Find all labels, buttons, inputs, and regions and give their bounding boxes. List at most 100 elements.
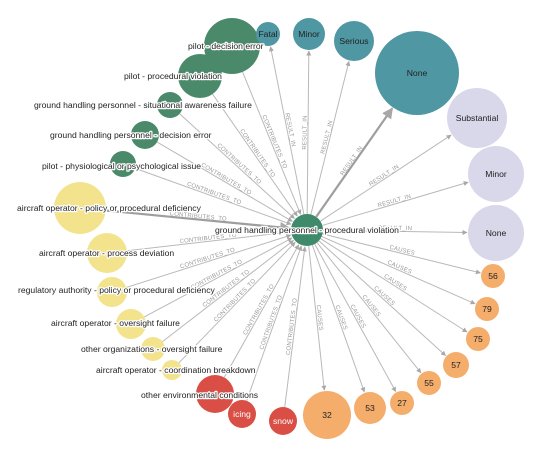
node-snow[interactable] [269,407,297,435]
node-n57[interactable] [443,352,469,378]
node-label-n32: 32 [322,410,332,420]
node-label-ao-policy: aircraft operator - policy or procedural… [17,203,202,213]
node-label-n79: 79 [482,304,492,314]
edge-icing [246,245,303,401]
edge-label-n55: CAUSES [360,294,381,318]
edge-n32 [308,245,327,391]
node-label-substantial: Substantial [456,113,499,123]
node-minor-damage[interactable] [468,146,524,202]
edge-n56 [322,233,481,275]
edge-label-n79: CAUSES [386,260,412,276]
edge-label-minor-injury: RESULT_IN [302,115,308,149]
node-label-n75: 75 [473,334,483,344]
node-n75[interactable] [466,327,490,351]
node-label-ra-policy: regulatory authority - policy or procedu… [18,285,215,295]
edge-pilot-procedural-violation [212,93,298,217]
node-n79[interactable] [475,297,499,321]
edge-label-ao-policy: CONTRIBUTES_TO [169,211,227,222]
edge-serious [310,60,351,215]
node-center[interactable] [291,214,323,246]
node-label-gh-situational-awareness: ground handling personnel - situational … [34,100,252,110]
node-label-pilot-physiological: pilot - physiological or psychological i… [42,161,201,171]
node-label-n53: 53 [365,403,375,413]
edge-n57 [318,240,446,356]
node-label-n55: 55 [424,378,434,388]
node-none-damage[interactable] [468,205,524,261]
edge-label-n57: CAUSES [372,285,395,307]
edge-label-snow: CONTRIBUTES_TO [286,298,299,356]
edge-n53 [311,244,366,393]
node-label-center: ground handling personnel - procedural v… [215,225,399,235]
node-ao-process[interactable] [87,233,127,273]
node-substantial[interactable] [447,88,507,148]
edge-label-none-damage: RESULT_IN [378,226,412,233]
node-label-n57: 57 [451,360,461,370]
edge-pilot-physiological [135,167,292,226]
edge-ra-policy [126,234,292,288]
node-other-env[interactable] [196,375,234,413]
edge-gh-situational-awareness [179,113,295,219]
edge-label-serious: RESULT_IN [320,120,334,155]
edge-ao-process [126,229,291,252]
edge-oo-oversight [162,239,294,343]
node-ra-policy[interactable] [97,277,127,307]
node-label-other-env: other environmental conditions [141,390,258,400]
edge-substantial [320,134,452,222]
node-label-minor-damage: Minor [485,169,507,179]
node-n27[interactable] [390,391,414,415]
node-pilot-decision-error[interactable] [204,18,260,74]
node-label-n27: 27 [397,398,407,408]
edge-ao-coordination [178,241,296,364]
edge-pilot-decision-error [242,71,302,215]
node-ao-coordination[interactable] [162,360,182,380]
node-pilot-physiological[interactable] [110,151,136,177]
node-icing[interactable] [228,400,256,428]
node-ao-policy[interactable] [54,182,106,234]
node-oo-oversight[interactable] [141,337,165,361]
edge-none-damage [322,229,468,235]
node-ao-oversight[interactable] [116,309,146,339]
node-label-ao-coordination: aircraft operator - coordination breakdo… [96,365,256,375]
node-pilot-procedural-violation[interactable] [178,54,222,98]
node-label-serious: Serious [339,36,368,46]
edge-n27 [314,243,397,393]
node-fatal[interactable] [256,22,280,46]
node-label-none-damage: None [486,228,507,238]
edge-label-n27: CAUSES [349,304,367,330]
edge-label-n32: CAUSES [315,305,324,331]
edge-label-substantial: RESULT_IN [368,164,400,188]
node-label-gh-decision-error: ground handling personnel - decision err… [50,130,212,140]
node-none-injury[interactable] [375,31,459,115]
node-label-none-injury: None [407,68,428,78]
edge-gh-decision-error [156,141,293,222]
edge-n75 [320,238,468,333]
node-gh-situational-awareness[interactable] [157,92,183,118]
nodes-layer [54,18,524,439]
edge-label-n56: CAUSES [389,245,416,257]
edge-n55 [316,242,422,374]
node-label-icing: icing [233,409,251,419]
edge-label-none-injury: RESULT_IN [340,145,365,177]
node-n55[interactable] [417,371,441,395]
edge-other-env [223,244,300,378]
node-gh-decision-error[interactable] [131,121,159,149]
node-label-ao-process: aircraft operator - process deviation [39,248,174,258]
node-label-snow: snow [273,416,294,426]
node-label-n56: 56 [488,271,498,281]
edge-label-fatal: RESULT_IN [283,113,296,148]
node-n56[interactable] [481,264,505,288]
edge-snow [284,246,307,408]
edge-label-minor-damage: RESULT_IN [377,194,412,210]
node-minor-injury[interactable] [293,18,325,50]
edge-minor-damage [322,181,469,226]
edge-minor-injury [306,50,312,215]
node-label-fatal: Fatal [258,29,277,39]
node-label-minor-injury: Minor [298,29,320,39]
node-n53[interactable] [354,392,386,424]
node-label-pilot-decision-error: pilot - decision error [188,41,264,51]
node-n32[interactable] [303,391,351,439]
node-serious[interactable] [334,21,374,61]
edge-label-n53: CAUSES [333,305,347,331]
